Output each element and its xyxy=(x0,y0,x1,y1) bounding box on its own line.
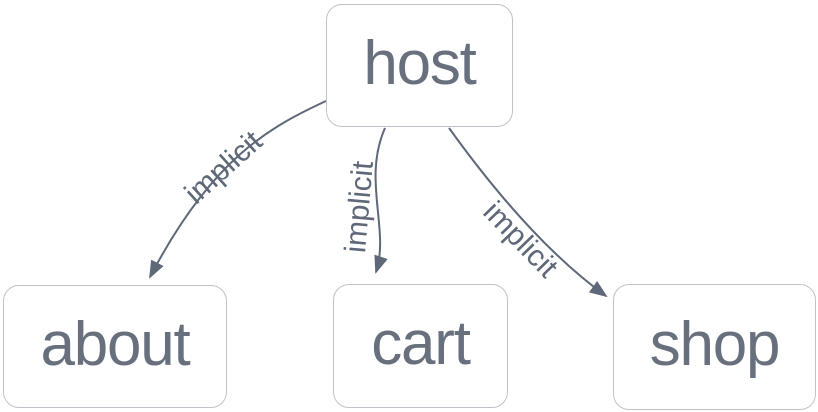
node-host[interactable]: host xyxy=(326,4,513,127)
edge-host-shop[interactable] xyxy=(448,127,608,298)
node-shop[interactable]: shop xyxy=(613,284,816,410)
node-cart-label: cart xyxy=(371,309,471,378)
node-about[interactable]: about xyxy=(3,285,227,408)
node-shop-label: shop xyxy=(649,310,781,379)
node-cart[interactable]: cart xyxy=(333,284,508,408)
node-host-label: host xyxy=(363,28,476,98)
edge-host-about[interactable] xyxy=(149,100,327,279)
edge-host-cart[interactable] xyxy=(374,127,388,274)
node-about-label: about xyxy=(40,309,191,379)
